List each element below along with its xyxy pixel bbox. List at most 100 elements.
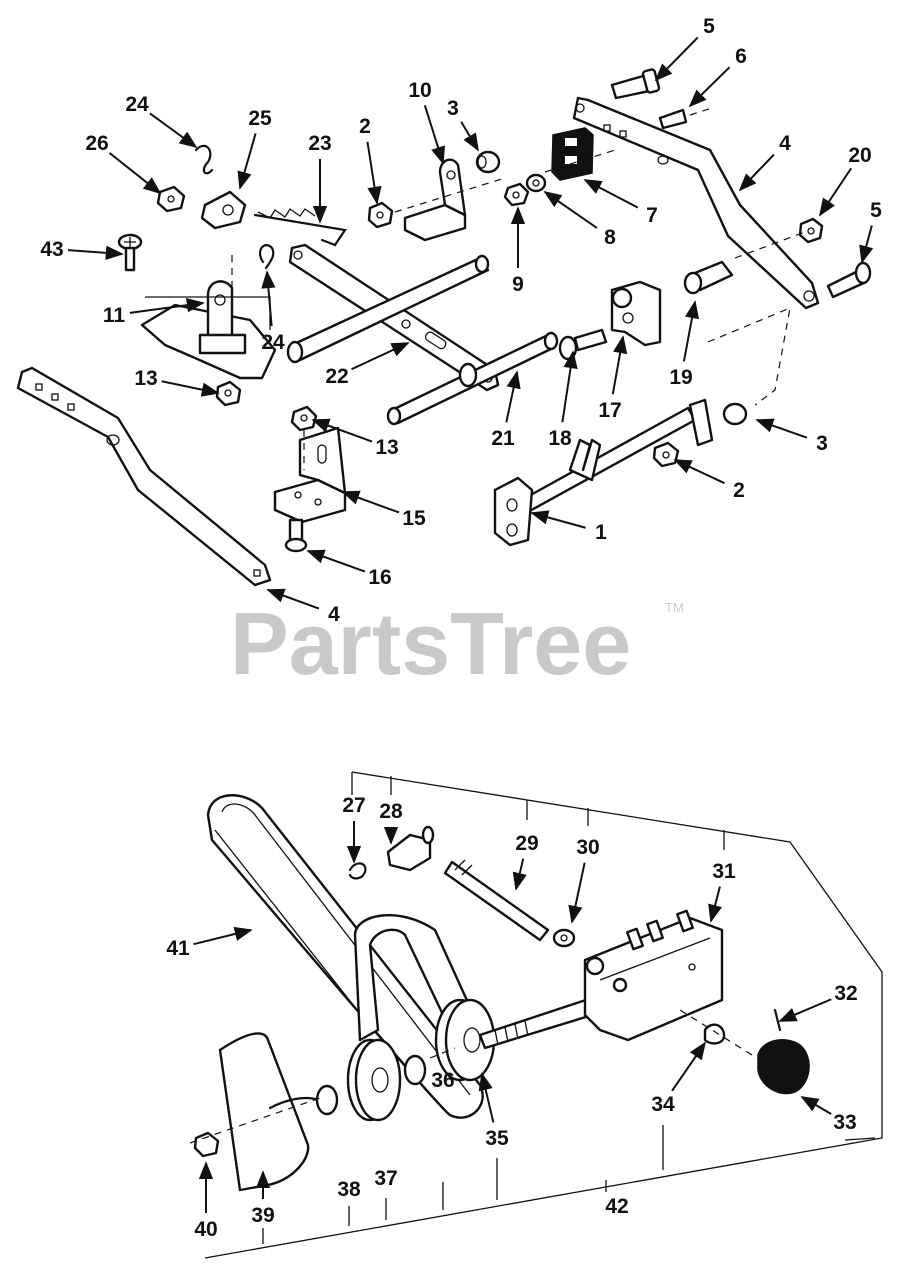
upper-assembly: [16, 68, 872, 587]
callout-label-18: 18: [548, 427, 572, 450]
callout-leader-33: [800, 1096, 832, 1115]
callout-leader-15: [341, 490, 400, 514]
callout-label-11: 11: [103, 304, 126, 327]
callout-label-4: 4: [328, 603, 340, 626]
bushing-34: [703, 1023, 726, 1045]
callout-label-10: 10: [408, 79, 431, 102]
callout-label-20: 20: [848, 144, 871, 167]
callout-leader-8: [543, 190, 598, 229]
callout-label-23: 23: [308, 132, 331, 155]
callout-leader-43: [67, 245, 124, 261]
callout-label-43: 43: [40, 238, 63, 261]
callout-label-13: 13: [375, 436, 398, 459]
callout-label-6: 6: [735, 45, 747, 68]
callout-leader-3: [460, 121, 479, 152]
callout-leader-22: [351, 342, 410, 371]
callout-label-40: 40: [194, 1218, 217, 1241]
callout-leader-41: [193, 926, 253, 946]
cotter-pin-24-top: [194, 144, 214, 175]
nut-2-lower: [652, 441, 680, 468]
callout-leader-2: [366, 141, 382, 205]
callout-label-41: 41: [166, 937, 190, 960]
callout-label-5: 5: [703, 15, 715, 38]
spacer-38: [315, 1084, 339, 1116]
callout-label-19: 19: [669, 366, 692, 389]
ferrule-25: [200, 190, 247, 230]
callout-label-29: 29: [515, 832, 538, 855]
callout-label-1: 1: [595, 521, 607, 544]
callout-leader-21: [505, 370, 521, 423]
fitting-28: [386, 825, 435, 872]
knob-33: [757, 1039, 810, 1095]
screw-6: [658, 108, 688, 130]
pivot-rod-1: [493, 398, 748, 547]
callout-leader-35: [478, 1072, 495, 1123]
callout-leader-32: [778, 998, 832, 1022]
callout-label-27: 27: [342, 794, 365, 817]
callout-label-4: 4: [779, 132, 791, 155]
bolt-43: [117, 233, 143, 272]
callout-label-31: 31: [712, 860, 736, 883]
callout-leader-1: [530, 510, 586, 529]
callout-label-2: 2: [359, 115, 371, 138]
callout-label-16: 16: [368, 566, 391, 589]
callout-label-32: 32: [834, 982, 857, 1005]
callout-leader-13: [161, 380, 220, 397]
callout-label-22: 22: [325, 365, 348, 388]
bolt-5-right: [826, 261, 872, 299]
belt-41: [206, 794, 484, 1119]
callout-leader-30: [568, 862, 586, 924]
callout-leader-6: [688, 66, 731, 108]
callout-label-33: 33: [833, 1111, 856, 1134]
lower-assembly: [189, 771, 883, 1259]
callout-leader-17: [611, 335, 628, 395]
kit-outline-42: [204, 771, 883, 1259]
callout-leader-2: [673, 459, 725, 485]
callout-leader-19: [682, 300, 700, 362]
callout-leader-7: [583, 179, 639, 209]
callout-label-34: 34: [651, 1093, 675, 1116]
callout-leader-4: [266, 588, 320, 610]
callout-leader-29: [512, 858, 527, 891]
callout-label-2: 2: [733, 479, 745, 502]
callout-label-3: 3: [816, 432, 828, 455]
callout-label-42: 42: [605, 1195, 628, 1218]
nut-40: [193, 1131, 220, 1158]
callout-leader-20: [819, 167, 852, 217]
nut-13-left: [215, 380, 242, 407]
callout-leader-5: [859, 225, 874, 264]
callout-label-25: 25: [248, 107, 272, 130]
callout-leader-3: [755, 418, 808, 439]
callout-label-30: 30: [576, 836, 599, 859]
lift-arm-left: [16, 366, 272, 587]
callout-leader-18: [561, 350, 578, 423]
lever-plate-22: [288, 243, 500, 392]
callout-leader-24: [261, 270, 276, 327]
nut-26: [156, 185, 186, 213]
pin-32: [773, 1008, 782, 1032]
bolt-5-top: [610, 68, 661, 100]
block-7: [551, 127, 594, 181]
callout-label-8: 8: [604, 226, 616, 249]
callout-leader-11: [129, 298, 205, 314]
nut-9: [503, 182, 530, 207]
shaft-29: [443, 860, 550, 942]
lift-arm-right: [572, 96, 820, 310]
spring-rod-23: [253, 213, 347, 247]
callout-label-15: 15: [402, 507, 426, 530]
housing-31: [583, 916, 724, 1042]
spacer-3-top: [475, 150, 501, 174]
callout-leader-25: [237, 133, 257, 190]
callout-leader-13: [311, 418, 373, 443]
callout-label-24: 24: [261, 331, 285, 354]
cotter-pin-24-mid: [258, 244, 275, 270]
watermark-text: PartsTree: [230, 594, 631, 693]
callout-label-13: 13: [134, 367, 157, 390]
belt-guard-39: [218, 1032, 310, 1192]
callout-leader-4: [738, 153, 775, 192]
callout-label-9: 9: [512, 273, 524, 296]
bolt-16: [284, 518, 308, 553]
callout-label-38: 38: [337, 1178, 361, 1201]
